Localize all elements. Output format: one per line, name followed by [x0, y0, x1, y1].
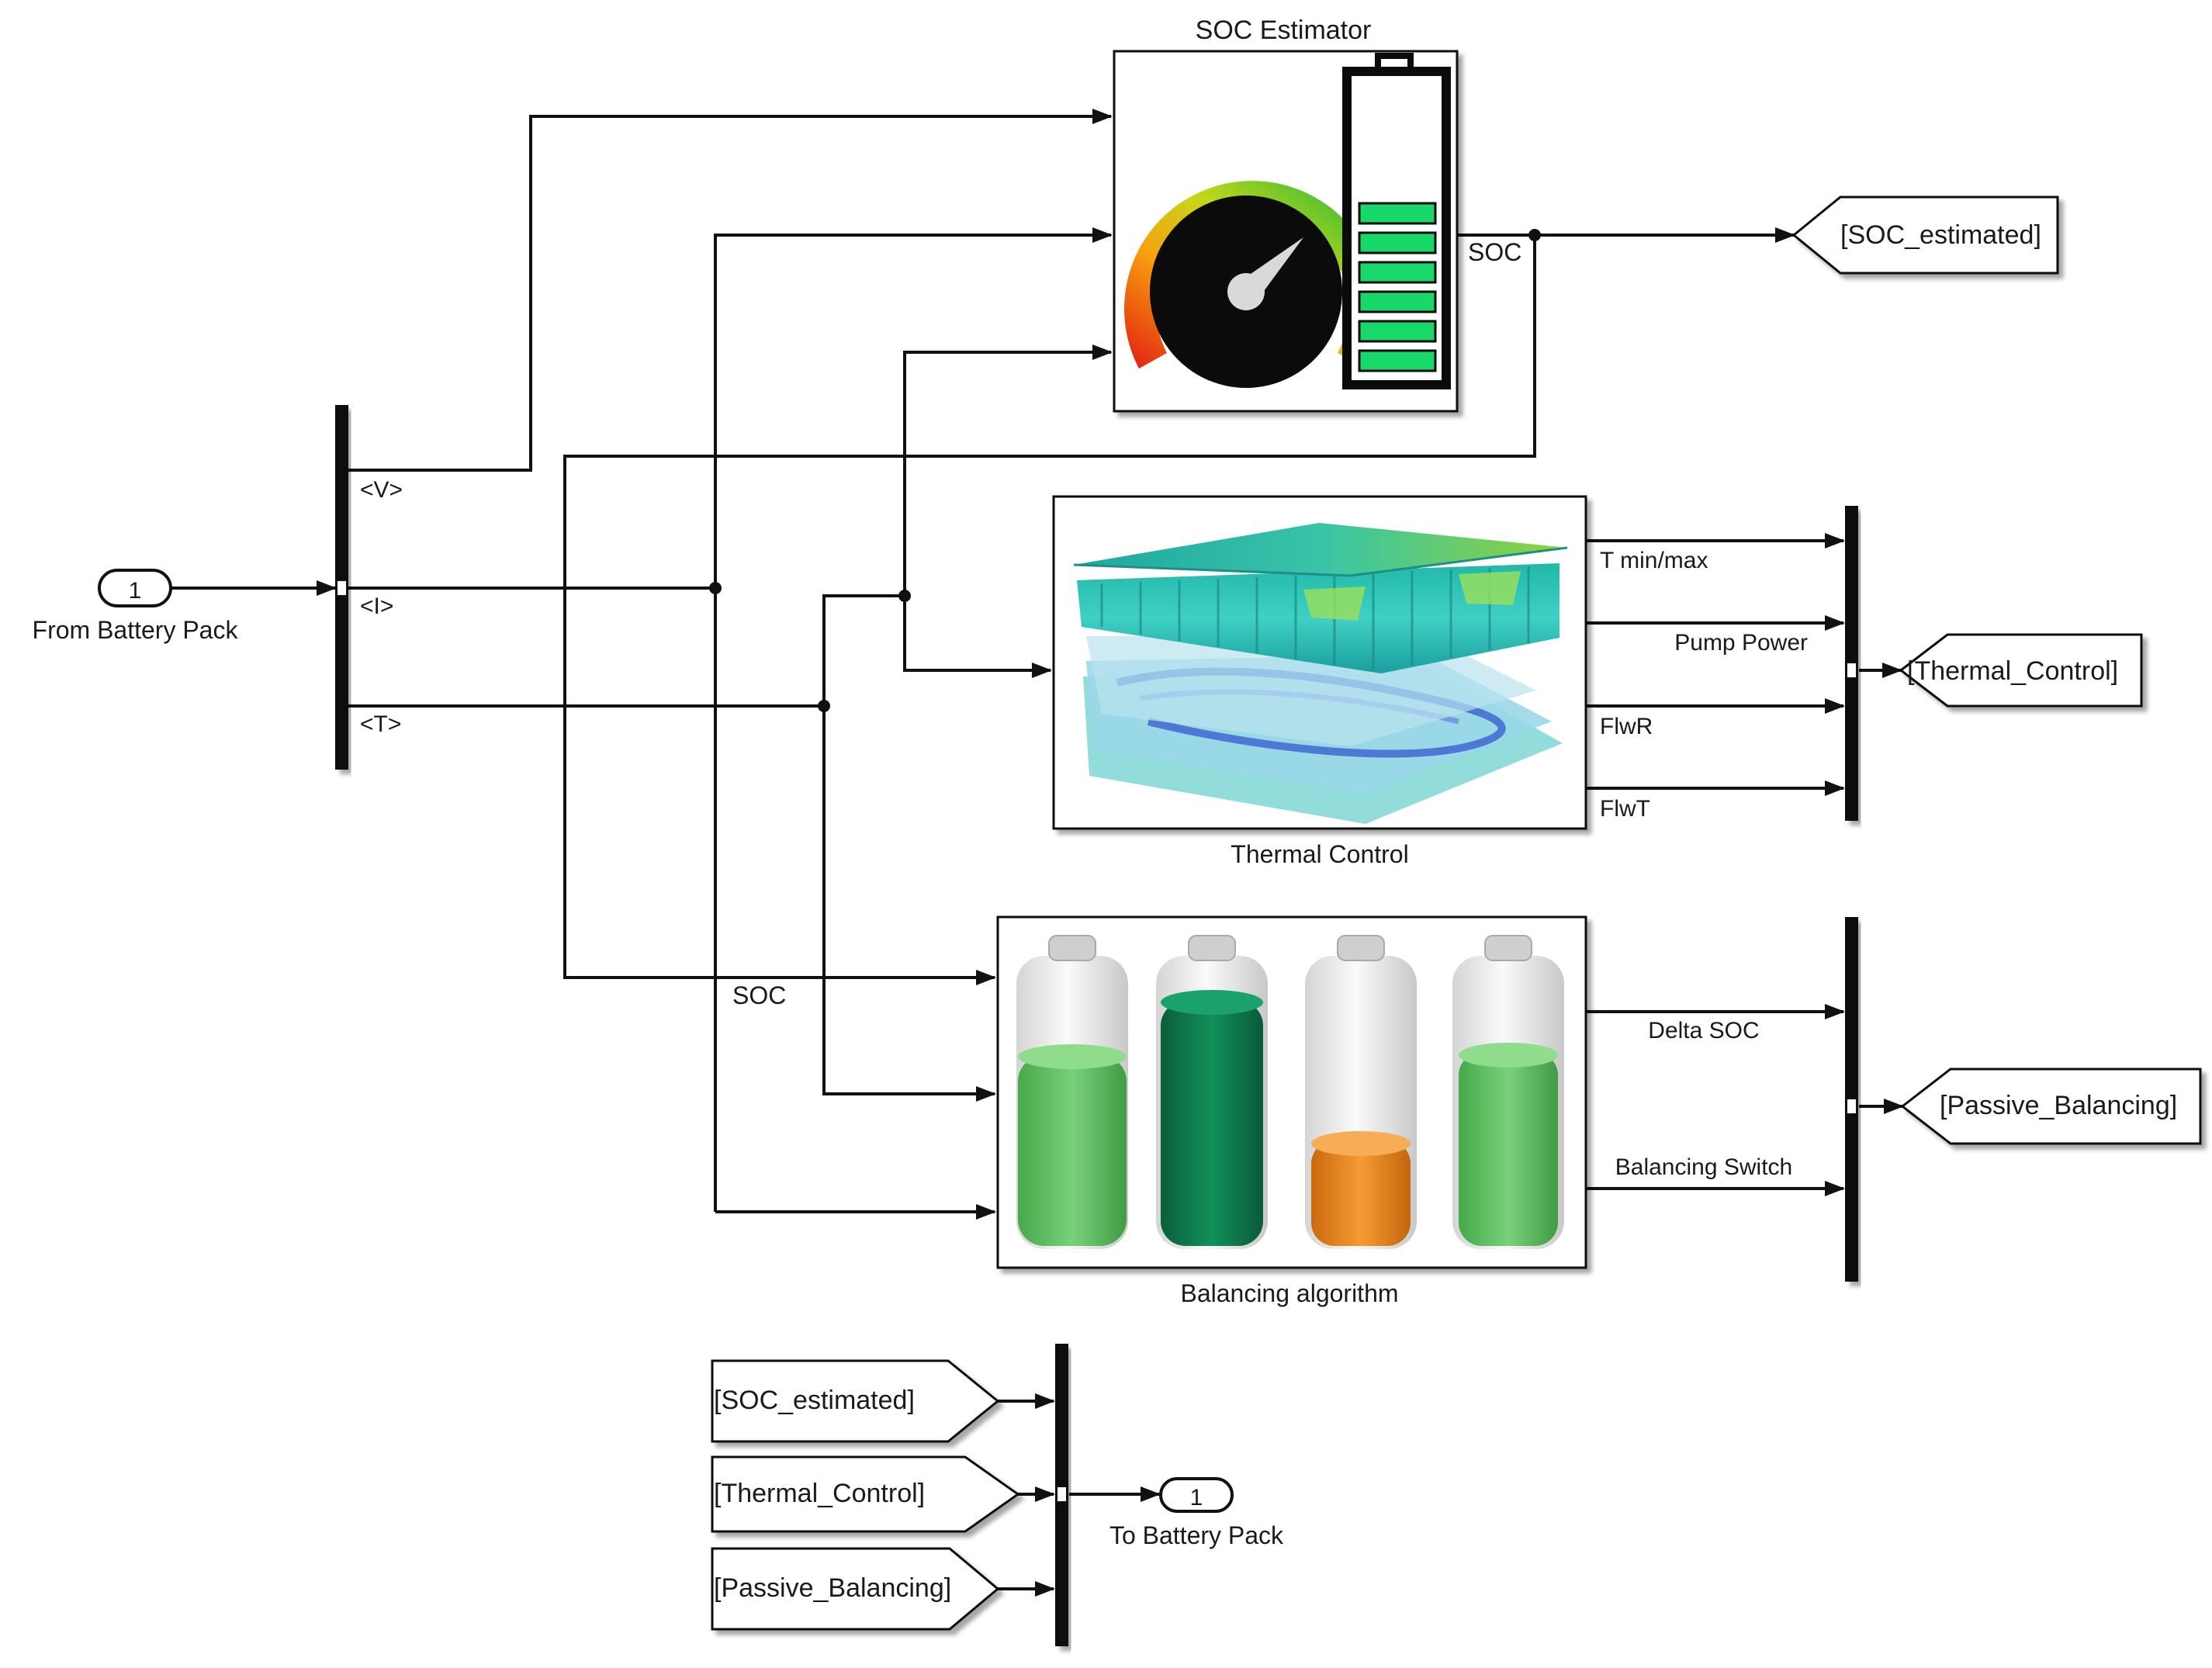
from-balancing-shape[interactable]	[711, 1547, 1000, 1631]
balancing-bus-port	[1846, 1098, 1857, 1115]
battery-bar	[1358, 349, 1437, 372]
balancing-input-soc: SOC	[732, 981, 786, 1009]
outport-to-battery-pack[interactable]: 1 To Battery Pack	[1109, 1477, 1284, 1549]
thermal-bus-creator[interactable]	[1845, 506, 1858, 821]
goto-balancing-shape[interactable]	[1900, 1068, 2202, 1145]
goto-thermal-control[interactable]: [Thermal_Control]	[1899, 633, 2143, 708]
battery-bar	[1358, 320, 1437, 343]
thermal-fin-lines	[1100, 566, 1530, 670]
from-balancing-label: [Passive_Balancing]	[714, 1573, 951, 1603]
wire-t-trunk[interactable]	[822, 594, 905, 706]
soc-estimator-block[interactable]: SOC Estimator SOC	[1113, 16, 1521, 413]
gauge-hub	[1227, 273, 1265, 310]
goto-balancing-label: [Passive_Balancing]	[1940, 1091, 2177, 1120]
wire-soc-feedback[interactable]	[563, 235, 1536, 985]
goto-soc-shape[interactable]	[1791, 196, 2059, 275]
outport-number: 1	[1190, 1485, 1203, 1511]
thermal-control-block[interactable]: Thermal Control T min/max Pump Power Flw…	[1052, 495, 1808, 868]
thermal-control-title: Thermal Control	[1231, 840, 1408, 868]
balancing-bus-creator[interactable]	[1845, 917, 1858, 1282]
thermal-top-plate-edge	[1073, 546, 1568, 577]
thermal-fin-highlight	[1303, 587, 1366, 621]
battery-cell	[1452, 935, 1564, 1249]
battery-cells-icon	[1016, 935, 1564, 1249]
battery-cell	[1156, 935, 1268, 1249]
gauge-and-battery-icon	[1123, 53, 1451, 389]
wire-t-to-balancing[interactable]	[822, 706, 996, 1102]
soc-output-label: SOC	[1468, 238, 1521, 266]
balancing-output-switch: Balancing Switch	[1615, 1154, 1792, 1180]
goto-soc-estimated[interactable]: [SOC_estimated]	[1791, 196, 2059, 275]
thermal-output-tminmax: T min/max	[1600, 548, 1708, 573]
battery-cell	[1016, 935, 1128, 1249]
wire-v-to-soc[interactable]	[346, 109, 1113, 472]
balancing-title: Balancing algorithm	[1180, 1279, 1398, 1307]
thermal-output-pump-power: Pump Power	[1674, 630, 1808, 656]
thermal-output-flwr: FlwR	[1600, 714, 1653, 739]
thermal-layers-icon	[1073, 523, 1568, 824]
junction-i	[709, 582, 722, 594]
signal-label-v: <V>	[360, 477, 403, 503]
thermal-fin-highlight	[1459, 571, 1521, 605]
battery-bar	[1358, 261, 1437, 284]
from-passive-balancing[interactable]: [Passive_Balancing]	[711, 1547, 1000, 1631]
from-thermal-shape[interactable]	[711, 1455, 1020, 1533]
bus-selector[interactable]: <V> <I> <T>	[335, 405, 403, 770]
battery-bar	[1358, 231, 1437, 254]
battery-cell	[1305, 935, 1417, 1249]
from-thermal-control[interactable]: [Thermal_Control]	[711, 1455, 1020, 1533]
junction-t	[818, 700, 830, 712]
soc-estimator-title: SOC Estimator	[1196, 16, 1372, 45]
wire-t-to-soc[interactable]	[903, 344, 1113, 596]
goto-thermal-label: [Thermal_Control]	[1907, 656, 2118, 686]
battery-bar	[1358, 202, 1437, 225]
output-bus-creator[interactable]	[1055, 1344, 1068, 1646]
inport-label: From Battery Pack	[33, 616, 239, 644]
goto-soc-label: [SOC_estimated]	[1840, 220, 2041, 250]
junction-soc	[1528, 229, 1541, 241]
inport-from-battery-pack[interactable]: 1 From Battery Pack	[33, 569, 239, 644]
signal-label-t: <T>	[360, 711, 401, 737]
junction-t-trunk	[898, 590, 911, 602]
from-soc-label: [SOC_estimated]	[714, 1386, 915, 1415]
output-bus-port	[1056, 1486, 1068, 1503]
goto-thermal-shape[interactable]	[1899, 633, 2143, 708]
thermal-bus-port	[1846, 662, 1857, 679]
outport-shape[interactable]	[1159, 1477, 1234, 1513]
inport-shape[interactable]	[98, 569, 172, 607]
from-thermal-label: [Thermal_Control]	[714, 1479, 925, 1508]
balancing-algorithm-block[interactable]: Balancing algorithm SOC Delta SOC Balanc…	[732, 915, 1792, 1307]
wire-i-to-soc[interactable]	[714, 227, 1113, 1212]
outport-label: To Battery Pack	[1109, 1521, 1284, 1549]
battery-level-bars	[1358, 202, 1437, 372]
signal-label-i: <I>	[360, 593, 393, 619]
thermal-fins	[1077, 563, 1559, 673]
goto-passive-balancing[interactable]: [Passive_Balancing]	[1900, 1068, 2202, 1145]
from-soc-estimated[interactable]: [SOC_estimated]	[711, 1359, 1000, 1443]
bus-selector-port	[336, 580, 348, 597]
wire-t-to-thermal[interactable]	[903, 596, 1052, 678]
from-soc-shape[interactable]	[711, 1359, 1000, 1443]
battery-bar	[1358, 290, 1437, 313]
inport-number: 1	[129, 578, 142, 604]
balancing-output-delta-soc: Delta SOC	[1648, 1018, 1759, 1043]
signal-wires	[171, 109, 1904, 1597]
wire-junctions	[709, 229, 1541, 712]
thermal-output-flwt: FlwT	[1600, 796, 1650, 822]
